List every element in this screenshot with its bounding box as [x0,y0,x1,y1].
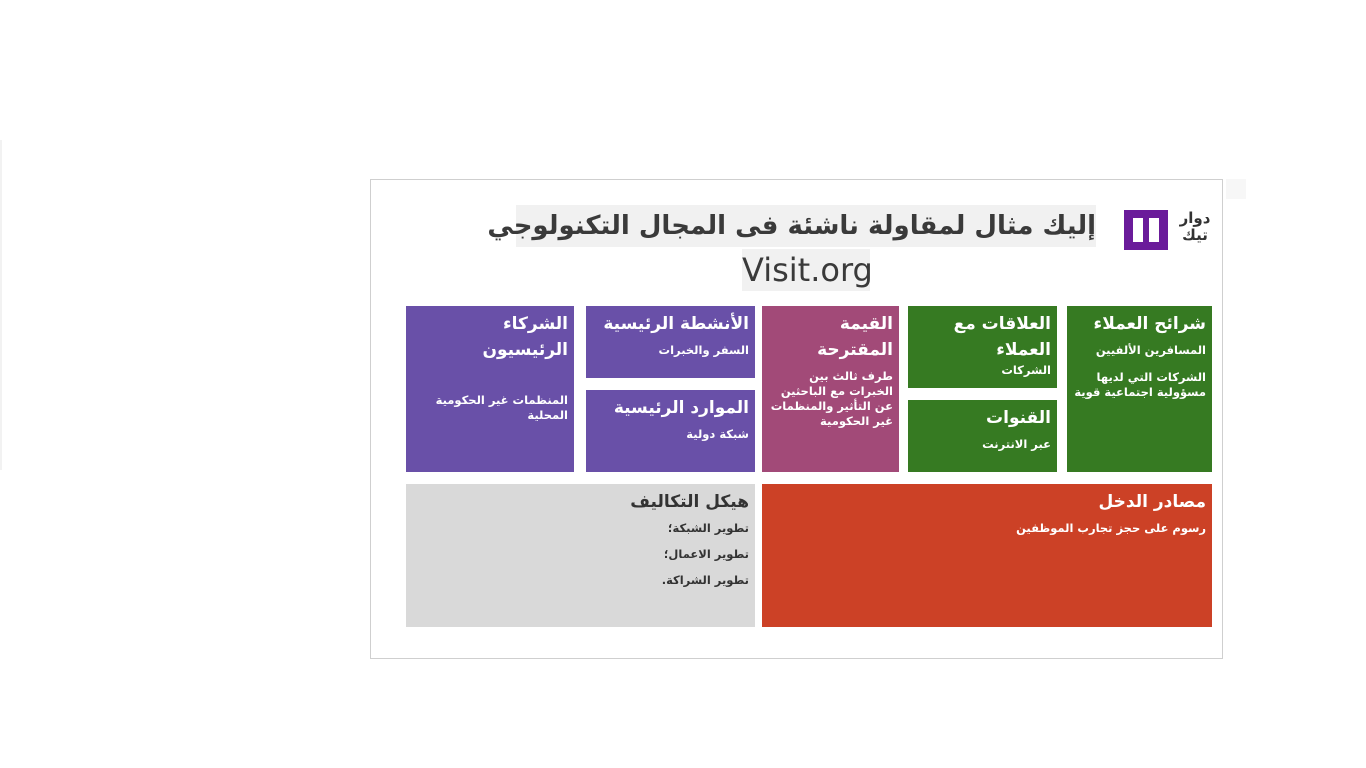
cost-structure-item-1: تطوير الشبكة؛ [667,521,749,535]
customer-relationships-title: العلاقات مع العملاء [953,314,1051,360]
revenue-streams-item: رسوم على حجز تجارب الموظفين [1016,521,1206,535]
logo: دوار تيك [1124,210,1219,252]
value-proposition-block: القيمة المقترحة طرف ثالث بين الخبرات مع … [762,306,899,472]
channels-title: القنوات [986,408,1051,428]
key-resources-title: الموارد الرئيسية [613,398,749,418]
value-proposition-title: القيمة المقترحة [817,314,893,360]
channels-block: القنوات عبر الانترنت [908,400,1057,472]
card-corner-tab [1226,179,1246,199]
customer-segments-item-1: المسافرين الألفيين [1095,343,1206,357]
key-partners-title: الشركاء الرئيسيون [482,314,568,360]
customer-relationships-item: الشركات [1001,363,1051,377]
cost-structure-item-2: تطوير الاعمال؛ [663,547,749,561]
page-subtitle: Visit.org [742,249,873,291]
logo-line-1: دوار [1179,209,1211,227]
cost-structure-block: هيكل التكاليف تطوير الشبكة؛ تطوير الاعما… [406,484,755,627]
customer-segments-block: شرائح العملاء المسافرين الألفيين الشركات… [1067,306,1212,472]
revenue-streams-block: مصادر الدخل رسوم على حجز تجارب الموظفين [762,484,1212,627]
key-partners-block: الشركاء الرئيسيون المنظمات غير الحكومية … [406,306,574,472]
value-proposition-item: طرف ثالث بين الخبرات مع الباحثين عن التأ… [770,369,893,428]
key-activities-title: الأنشطة الرئيسية [603,314,749,334]
customer-segments-item-2: الشركات التي لديها مسؤولية اجتماعية قوية [1074,370,1206,399]
logo-mark-icon [1124,210,1168,250]
logo-line-2: تيك [1182,226,1208,244]
customer-segments-title: شرائح العملاء [1093,314,1206,334]
page-title: إليك مثال لمقاولة ناشئة فى المجال التكنو… [487,205,1096,247]
customer-relationships-block: العلاقات مع العملاء الشركات [908,306,1057,388]
key-activities-item: السفر والخبرات [658,343,749,357]
key-activities-block: الأنشطة الرئيسية السفر والخبرات [586,306,755,378]
key-resources-block: الموارد الرئيسية شبكة دولية [586,390,755,472]
left-edge-divider [0,140,2,470]
channels-item: عبر الانترنت [982,437,1051,451]
cost-structure-title: هيكل التكاليف [630,492,749,512]
logo-text: دوار تيك [1172,210,1218,244]
key-partners-item: المنظمات غير الحكومية المحلية [435,393,568,422]
revenue-streams-title: مصادر الدخل [1098,492,1206,512]
cost-structure-item-3: تطوير الشراكة. [661,573,749,587]
key-resources-item: شبكة دولية [686,427,749,441]
